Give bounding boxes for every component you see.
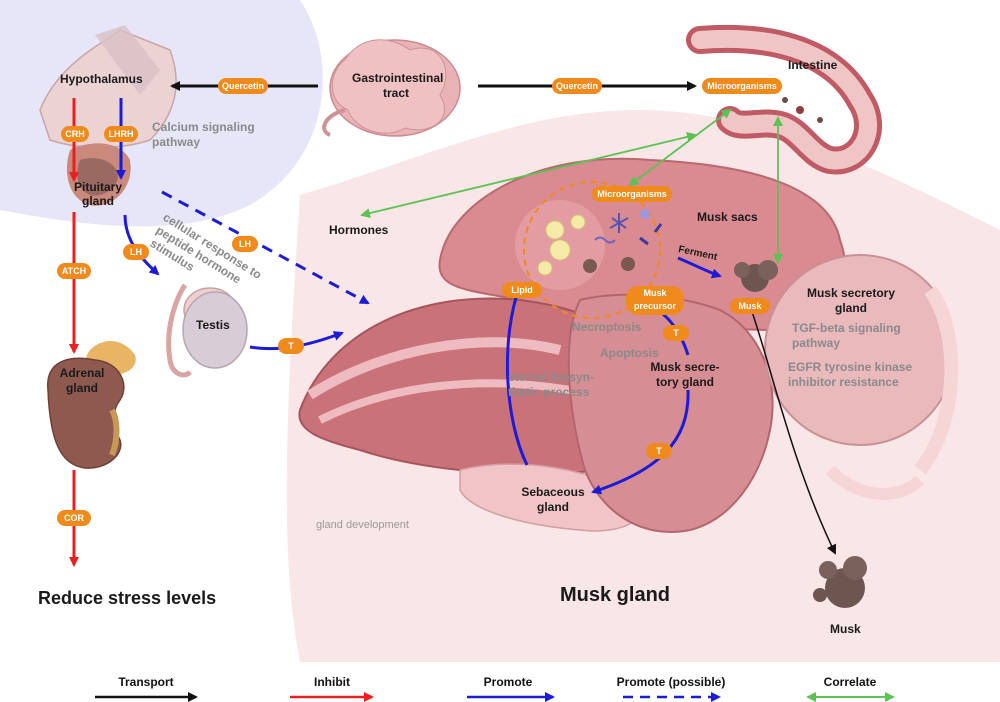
microorganisms-badge-intestine: Microorganisms xyxy=(702,78,782,94)
testis-illustration xyxy=(166,283,248,378)
musk-badge: Musk xyxy=(730,298,770,314)
intestine-label: Intestine xyxy=(788,58,838,72)
legend-inhibit: Inhibit xyxy=(314,675,350,689)
quercetin-badge-left: Quercetin xyxy=(218,78,268,94)
egfr-line2: inhibitor resistance xyxy=(788,375,899,389)
adrenal-label-line2: gland xyxy=(66,381,98,395)
cor-badge: COR xyxy=(57,510,91,526)
arrow-lh-possible xyxy=(161,190,370,305)
calcium-pathway-line2: pathway xyxy=(152,135,201,149)
pituitary-label-line2: gland xyxy=(82,194,114,208)
adrenal-gland-illustration xyxy=(47,340,136,469)
hormones-label: Hormones xyxy=(329,223,389,237)
t-badge-center: T xyxy=(663,325,689,341)
musk-precursor-line2: precursor xyxy=(633,301,677,311)
musk-lump-output xyxy=(813,556,867,608)
lh-badge-dashed: LH xyxy=(232,236,258,252)
testis-label: Testis xyxy=(196,318,230,332)
microorganisms-badge-sac: Microorganisms xyxy=(592,186,672,202)
musk-output-label: Musk xyxy=(830,622,861,636)
musk-sacs-label: Musk sacs xyxy=(697,210,758,224)
musk-lump-sac xyxy=(734,260,778,292)
crh-badge: CRH xyxy=(61,126,89,142)
legend-promote: Promote xyxy=(483,675,533,689)
necroptosis-label: Necroptosis xyxy=(572,320,642,334)
lh-badge-testis: LH xyxy=(123,244,149,260)
t-badge-lower: T xyxy=(646,443,672,459)
sebaceous-label-line1: Sebaceous xyxy=(521,485,585,499)
musk-precursor-badge: Musk precursor xyxy=(626,286,684,315)
gi-tract-label-line2: tract xyxy=(382,86,409,100)
lhrh-badge: LHRH xyxy=(104,126,138,142)
reduce-stress-label: Reduce stress levels xyxy=(38,588,217,608)
legend-transport: Transport xyxy=(118,675,174,689)
arrow-musk-output xyxy=(747,299,837,555)
microorganism-particles xyxy=(583,209,663,273)
musk-precursor-line1: Musk xyxy=(643,288,667,298)
musk-secretory-label-line2: gland xyxy=(835,301,867,315)
egfr-line1: EGFR tyrosine kinase xyxy=(788,360,913,374)
gland-development-label: gland development xyxy=(316,519,409,531)
tgf-beta-line1: TGF-beta signaling xyxy=(792,321,901,335)
hypothalamus-label: Hypothalamus xyxy=(60,72,143,86)
arrow-correlate-sac xyxy=(628,108,732,187)
apoptosis-label: Apoptosis xyxy=(600,346,659,360)
gi-tract-illustration xyxy=(322,39,461,137)
steroid-process-line1: steroid biosyn- xyxy=(508,370,595,384)
calcium-pathway-line1: Calcium signaling xyxy=(152,120,255,134)
lipid-badge: Lipid xyxy=(502,282,542,298)
atch-badge: ATCH xyxy=(57,263,91,279)
legend-promote-possible: Promote (possible) xyxy=(616,675,726,689)
musk-secretory-label-line1: Musk secretory xyxy=(806,286,896,300)
arrow-steroid-lipid xyxy=(505,283,529,466)
tgf-beta-line2: pathway xyxy=(792,336,841,350)
gi-tract-label-line1: Gastrointestinal xyxy=(352,71,444,85)
steroid-process-line2: thetic process xyxy=(508,385,590,399)
inner-secretory-label-line1: Musk secre- xyxy=(650,360,720,374)
sebaceous-label-line2: gland xyxy=(537,500,569,514)
adrenal-label-line1: Adrenal xyxy=(59,366,105,380)
arrow-ferment xyxy=(677,256,722,279)
lipid-droplets xyxy=(537,214,586,276)
musk-gland-title: Musk gland xyxy=(560,584,671,606)
legend-correlate: Correlate xyxy=(823,675,877,689)
inner-secretory-label-line2: tory gland xyxy=(655,375,714,389)
pituitary-label-line1: Pituitary xyxy=(73,180,122,194)
t-badge-testis: T xyxy=(278,338,304,354)
quercetin-badge-right: Quercetin xyxy=(552,78,602,94)
